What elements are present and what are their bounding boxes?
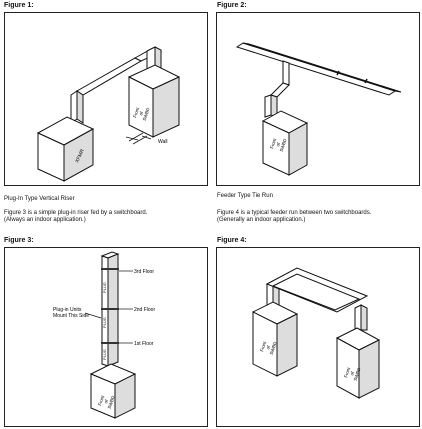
svg-text:SWBD: SWBD [142, 106, 151, 121]
figure-1-diagram: Wall XFMR Front of SWBD [36, 46, 181, 182]
fig3-swbd-label: Front of SWBD [97, 394, 116, 409]
figure-4-description: Figure 4 is a typical feeder run between… [217, 210, 372, 223]
figure-2-diagram: Front of SWBD [235, 42, 402, 176]
fig2-swbd-label: Front of SWBD [269, 137, 288, 152]
svg-text:Mount This Side: Mount This Side [53, 313, 89, 319]
figure-3-description: Figure 3 is a simple plug-in riser fed b… [4, 210, 148, 223]
floor-1-label: 1st Floor [134, 341, 154, 347]
wall-label: Wall [158, 139, 168, 145]
fig1-swbd-label: Front of SWBD [132, 106, 151, 121]
riser-plug-labels: PLUG PLUG PLUG [102, 282, 107, 360]
svg-text:of: of [265, 344, 271, 350]
fig4-right-swbd-label: Front of SWBD [343, 366, 362, 381]
floor-3-label: 3rd Floor [134, 269, 154, 275]
svg-text:SWBD: SWBD [107, 394, 116, 409]
svg-text:Front: Front [269, 137, 277, 149]
figure-2-title: Figure 2: [217, 2, 247, 9]
figure-1-frame: Wall XFMR Front of SWBD [4, 12, 208, 186]
figure-4-title: Figure 4: [217, 237, 247, 244]
caption-plugin-riser: Plug-In Type Vertical Riser [4, 196, 75, 202]
figure-4-frame: Front of SWBD Front of SWBD [216, 247, 420, 427]
svg-text:Front: Front [343, 366, 351, 378]
figure-3-diagram: 3rd Floor 2nd Floor 1st Floor Plug-in Un… [53, 251, 155, 419]
svg-text:PLUG: PLUG [102, 317, 107, 328]
caption-feeder-tie: Feeder Type Tie Run [217, 193, 273, 199]
svg-text:Plug-in Units: Plug-in Units [53, 307, 82, 313]
svg-text:of: of [275, 141, 281, 147]
svg-text:of: of [103, 398, 109, 404]
svg-text:Front: Front [132, 106, 140, 118]
xfmr-label: XFMR [74, 148, 86, 164]
svg-text:PLUG: PLUG [102, 349, 107, 360]
svg-text:Front: Front [259, 340, 267, 352]
svg-text:PLUG: PLUG [102, 282, 107, 293]
svg-text:SWBD: SWBD [279, 137, 288, 152]
svg-text:of: of [138, 110, 144, 116]
figure-2-frame: Front of SWBD [216, 12, 420, 186]
svg-text:Front: Front [97, 394, 105, 406]
svg-text:SWBD: SWBD [353, 366, 362, 381]
figure-3-frame: 3rd Floor 2nd Floor 1st Floor Plug-in Un… [4, 247, 208, 427]
fig4-left-swbd-label: Front of SWBD [259, 340, 278, 355]
figure-3-title: Figure 3: [4, 237, 34, 244]
svg-text:SWBD: SWBD [269, 340, 278, 355]
floor-2-label: 2nd Floor [134, 307, 155, 313]
svg-text:of: of [349, 370, 355, 376]
plugin-units-note: Plug-in Units Mount This Side [53, 307, 89, 319]
figure-1-title: Figure 1: [4, 2, 34, 9]
figure-4-diagram: Front of SWBD Front of SWBD [251, 267, 381, 399]
